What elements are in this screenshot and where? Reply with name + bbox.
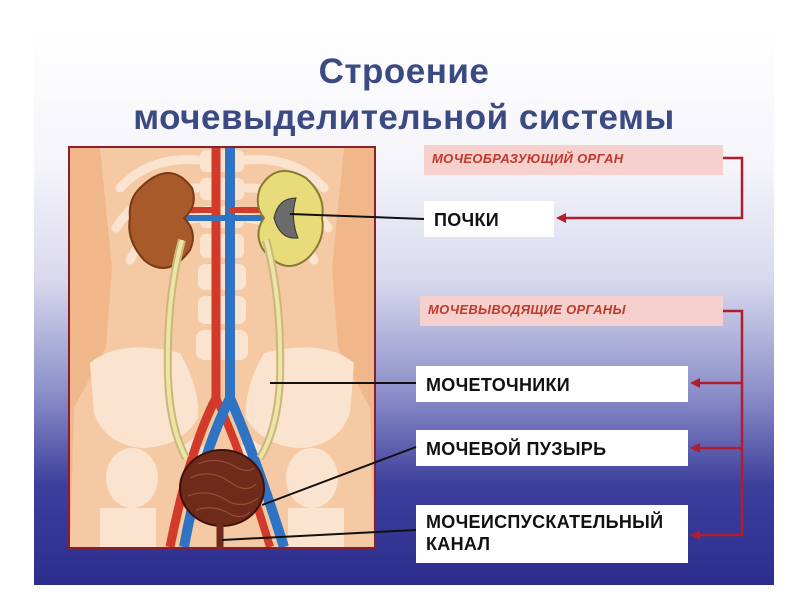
urethra-label-line-2: КАНАЛ (426, 534, 491, 554)
title-line-2: мочевыделительной системы (133, 98, 675, 137)
ureters-label: МОЧЕТОЧНИКИ (416, 366, 688, 402)
urethra-label: МОЧЕИСПУСКАТЕЛЬНЫЙ КАНАЛ (416, 505, 688, 563)
forming-organ-label: МОЧЕОБРАЗУЮЩИЙ ОРГАН (424, 145, 723, 175)
anatomy-illustration (68, 146, 376, 549)
kidneys-label: ПОЧКИ (424, 201, 554, 237)
urethra-label-line-1: МОЧЕИСПУСКАТЕЛЬНЫЙ (426, 512, 664, 532)
title-line-1: Строение (318, 52, 490, 91)
urinary-system-drawing (70, 148, 374, 547)
excretory-organs-label: МОЧЕВЫВОДЯЩИЕ ОРГАНЫ (420, 296, 723, 326)
aorta (165, 148, 221, 547)
bladder-label: МОЧЕВОЙ ПУЗЫРЬ (416, 430, 688, 466)
